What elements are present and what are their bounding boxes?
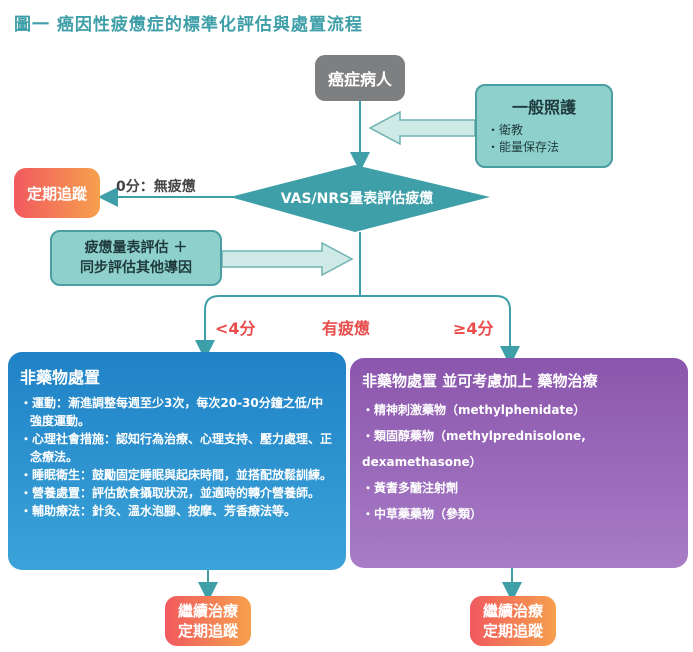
fatigue-scale-line1: 疲憊量表評估 ＋: [84, 240, 188, 256]
list-item: ・中草藥藥物（參類）: [362, 507, 483, 521]
list-item: ・輔助療法：針灸、溫水泡腳、按摩、芳香療法等。: [20, 504, 297, 518]
assessment-diamond: [230, 165, 490, 232]
fatigue-scale-line2: 同步評估其他導因: [80, 260, 192, 276]
list-item: ・睡眠衛生：鼓勵固定睡眠與起床時間，並搭配放鬆訓練。: [20, 468, 333, 482]
nonpharm-title: 非藥物處置: [20, 368, 101, 387]
continue-box-left: 繼續治療 定期追蹤: [165, 596, 251, 646]
branch-connector: [204, 295, 511, 352]
list-item: ・運動：漸進調整每週至少3次，每次20-30分鐘之低/中強度運動。: [20, 396, 324, 428]
zero-score-label: 0分：無疲憊: [116, 179, 196, 195]
branch-has-fatigue-label: 有疲憊: [322, 319, 371, 338]
list-item: ・精神刺激藥物（methylphenidate）: [362, 403, 586, 417]
patient-box: 癌症病人: [315, 55, 405, 101]
list-item: ・營養處置：評估飲食攝取狀況，並適時的轉介營養師。: [20, 486, 321, 500]
branch-ge4-label: ≥4分: [453, 319, 494, 338]
list-item: ・心理社會措施：認知行為治療、心理支持、壓力處理、正念療法。: [20, 432, 333, 464]
list-item: ・能量保存法: [487, 140, 560, 154]
nonpharm-box: 非藥物處置 ・運動：漸進調整每週至少3次，每次20-30分鐘之低/中強度運動。 …: [8, 352, 346, 570]
general-care-box: 一般照護 ・衛教 ・能量保存法: [475, 84, 613, 168]
pharm-title: 非藥物處置 並可考慮加上 藥物治療: [362, 372, 598, 390]
continue-line2: 定期追蹤: [482, 622, 543, 640]
regular-followup-box: 定期追蹤: [14, 168, 100, 218]
general-care-title: 一般照護: [511, 98, 576, 117]
page-title: 圖一 癌因性疲憊症的標準化評估與處置流程: [14, 15, 363, 35]
continue-line1: 繼續治療: [177, 602, 238, 620]
branch-lt4-label: <4分: [215, 319, 256, 338]
list-item: ・類固醇藥物（methylprednisolone, dexamethasone…: [362, 429, 586, 469]
list-item: ・衛教: [487, 123, 524, 137]
list-item: ・黃耆多醣注射劑: [362, 481, 459, 495]
assessment-label: VAS/NRS量表評估疲憊: [280, 191, 434, 207]
continue-line1: 繼續治療: [482, 602, 543, 620]
arrow-fatigue-scale: [221, 241, 354, 277]
fatigue-scale-box: 疲憊量表評估 ＋ 同步評估其他導因: [50, 230, 222, 286]
arrow-general-care: [368, 110, 476, 146]
pharm-box: 非藥物處置 並可考慮加上 藥物治療 ・精神刺激藥物（methylphenidat…: [350, 358, 688, 568]
continue-line2: 定期追蹤: [177, 622, 238, 640]
continue-box-right: 繼續治療 定期追蹤: [470, 596, 556, 646]
